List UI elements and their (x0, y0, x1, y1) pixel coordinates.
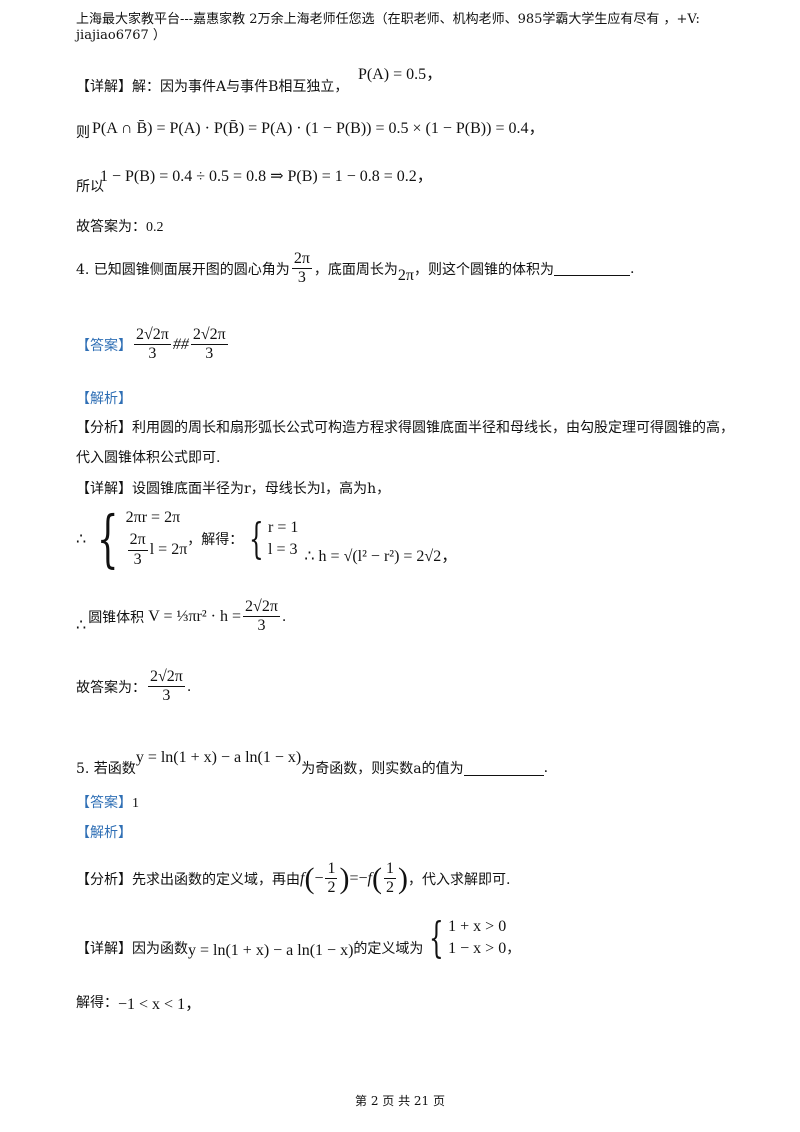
pa-expression: P(A) = 0.5， (358, 66, 443, 83)
volume-expression: V = ⅓πr² · h = (148, 607, 242, 625)
answer-separator: ## (172, 335, 189, 353)
volume-fraction: 2√2π 3 (243, 598, 280, 635)
answer-line: 故答案为：0.2 (76, 216, 164, 236)
solve-label: 解得： (76, 995, 118, 1011)
page-header-line1: 上海最大家教平台---嘉惠家教 2万余上海老师任您选（在职老师、机构老师、985… (76, 12, 700, 27)
page-header-line2: jiajiao6767 ） (76, 28, 166, 43)
height-expression: ∴ h = √(l² − r²) = 2√2， (304, 548, 458, 565)
detail-text: 解：因为事件A与事件B相互独立， (132, 79, 349, 95)
answer-label: 故答案为： (76, 219, 146, 235)
q4-analysis-line1: 【分析】利用圆的周长和扇形弧长公式可构造方程求得圆锥底面半径和母线长，由勾股定理… (76, 420, 734, 436)
volume-label: 圆锥体积 (88, 609, 145, 626)
answer-blank (463, 761, 544, 776)
final-answer-fraction: 2√2π 3 (148, 668, 185, 705)
q4-analysis-line2: 代入圆锥体积公式即可. (76, 450, 221, 466)
q4-mid: ，底面周长为 (313, 261, 398, 278)
q4-final-answer: 故答案为： 2√2π 3 . (76, 668, 192, 705)
answer-tag: 【答案】 (76, 795, 132, 811)
independence-equation: P(A ∩ B̄) = P(A) · P(B̄) = P(A) · (1 − P… (92, 120, 545, 137)
q4-angle-fraction: 2π 3 (291, 250, 312, 287)
q5-detail-function: y = ln(1 + x) − a ln(1 − x) (188, 942, 354, 959)
therefore-symbol: ∴ (76, 616, 87, 634)
analysis-tag: 【解析】 (76, 825, 132, 841)
answer-fraction-1: 2√2π 3 (134, 326, 171, 363)
q5-detail: 【详解】 因为函数 y = ln(1 + x) − a ln(1 − x) 的定… (76, 913, 521, 962)
q5-prefix: 5. 若函数 (76, 761, 136, 777)
q4-end: . (629, 260, 635, 277)
so-label: 所以 (76, 179, 104, 195)
domain-system: { 1 + x > 0 1 − x > 0 (429, 913, 507, 962)
question-5: 5. 若函数 y = ln(1 + x) − a ln(1 − x) 为奇函数，… (76, 738, 548, 778)
analysis-tag: 【解析】 (76, 391, 132, 407)
q5-solution: 解得： −1 < x < 1， (76, 990, 201, 1014)
pb-equation: 1 − P(B) = 0.4 ÷ 0.5 = 0.8 ⇒ P(B) = 1 − … (100, 168, 433, 185)
detail-tag: 【详解】 (76, 79, 132, 95)
q4-volume: ∴ 圆锥体积 V = ⅓πr² · h = 2√2π 3 . (76, 598, 287, 635)
q4-suffix: ，则这个圆锥的体积为 (413, 261, 554, 278)
equation-system-2: { r = 1 l = 3 (249, 514, 299, 563)
final-answer-label: 故答案为： (76, 679, 146, 696)
question-4: 4. 已知圆锥侧面展开图的圆心角为 2π 3 ，底面周长为 2π ，则这个圆锥的… (76, 250, 634, 288)
q5-mid: 为奇函数，则实数a的值为 (301, 761, 464, 777)
page-footer: 第 2 页 共 21 页 (355, 1094, 445, 1108)
solve-label: ，解得： (187, 532, 244, 548)
q5-answer: 【答案】1 (76, 792, 139, 812)
solve-expression: −1 < x < 1， (118, 996, 202, 1013)
q4-detail-line: 【详解】设圆锥底面半径为r，母线长为l，高为h， (76, 481, 391, 497)
analysis-sub-tag: 【分析】 (76, 871, 132, 888)
q4-answer: 【答案】 2√2π 3 ## 2√2π 3 (76, 326, 230, 364)
answer-fraction-2: 2√2π 3 (190, 326, 228, 363)
detail-tag: 【详解】 (76, 481, 132, 497)
answer-tag: 【答案】 (76, 337, 132, 354)
analysis-sub-tag: 【分析】 (76, 420, 132, 436)
detail-line: 【详解】解：因为事件A与事件B相互独立， (76, 76, 348, 96)
q5-end: . (543, 760, 549, 776)
q4-prefix: 4. 已知圆锥侧面展开图的圆心角为 (76, 261, 290, 278)
answer-value: 0.2 (146, 220, 164, 235)
detail-tag: 【详解】 (76, 941, 132, 957)
then-label: 则 (76, 125, 90, 141)
answer-value: 1 (132, 796, 139, 811)
q5-function: y = ln(1 + x) − a ln(1 − x) (135, 749, 302, 766)
answer-blank (553, 261, 630, 277)
q4-circumference: 2π (397, 266, 414, 284)
